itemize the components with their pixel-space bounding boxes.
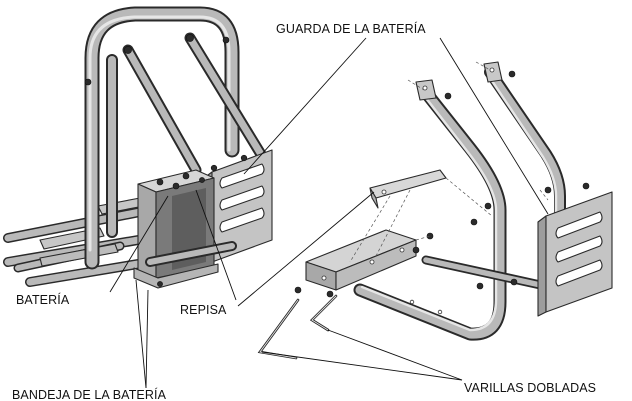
lower-frame-tube	[145, 241, 237, 267]
callout-labels: GUARDA DE LA BATERÍA BATERÍA REPISA BAND…	[12, 21, 596, 401]
label-battery-tray: BANDEJA DE LA BATERÍA	[12, 387, 167, 401]
exploded-shelf	[305, 229, 417, 291]
exploded-guard-tube	[353, 61, 566, 341]
rear-upright-tube	[84, 6, 240, 270]
label-battery-guard: GUARDA DE LA BATERÍA	[276, 21, 426, 36]
assembly-guide-lines	[349, 61, 549, 263]
exploded-parts	[257, 61, 613, 360]
exploded-guard-plate	[537, 191, 613, 317]
exploded-fasteners	[294, 70, 590, 315]
assembled-frame	[3, 6, 273, 289]
guard-support-straps	[84, 32, 268, 176]
leader-lines	[109, 37, 549, 389]
battery-tray	[133, 263, 219, 289]
base-frame-tubes	[3, 197, 155, 287]
label-bent-rods: VARILLAS DOBLADAS	[464, 381, 596, 395]
exploded-bent-rods	[257, 294, 338, 360]
label-shelf: REPISA	[180, 303, 227, 317]
exploded-tray-bracket	[369, 169, 447, 209]
label-battery: BATERÍA	[16, 292, 70, 307]
